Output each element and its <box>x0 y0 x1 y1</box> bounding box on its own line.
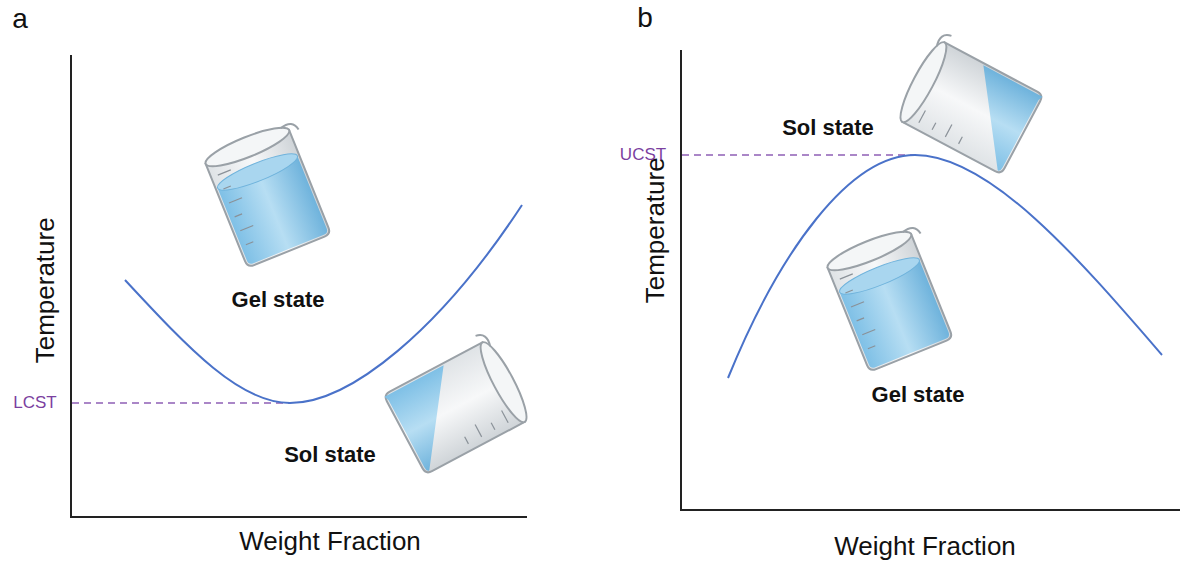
gel-beaker <box>824 222 961 372</box>
lcst-dashed-line <box>72 402 290 404</box>
state-label: Sol state <box>284 443 376 467</box>
axis-title: Temperature <box>31 217 60 363</box>
lcst-label: LCST <box>13 394 56 413</box>
axis-title: Weight Fraction <box>834 532 1016 561</box>
state-label: Sol state <box>782 116 874 140</box>
ucst-dashed-line <box>682 154 915 156</box>
sol-beaker <box>893 30 1047 175</box>
sol-beaker <box>379 330 533 475</box>
ucst-label: UCST <box>620 146 666 165</box>
panel-letter: b <box>637 3 653 34</box>
gel-beaker <box>202 118 339 268</box>
ucst-curve <box>728 155 1162 378</box>
panel-letter: a <box>12 4 28 35</box>
state-label: Gel state <box>232 288 325 312</box>
axis-title: Weight Fraction <box>239 527 421 556</box>
axes-a <box>70 55 527 518</box>
state-label: Gel state <box>872 383 965 407</box>
axis-title: Temperature <box>641 157 670 303</box>
